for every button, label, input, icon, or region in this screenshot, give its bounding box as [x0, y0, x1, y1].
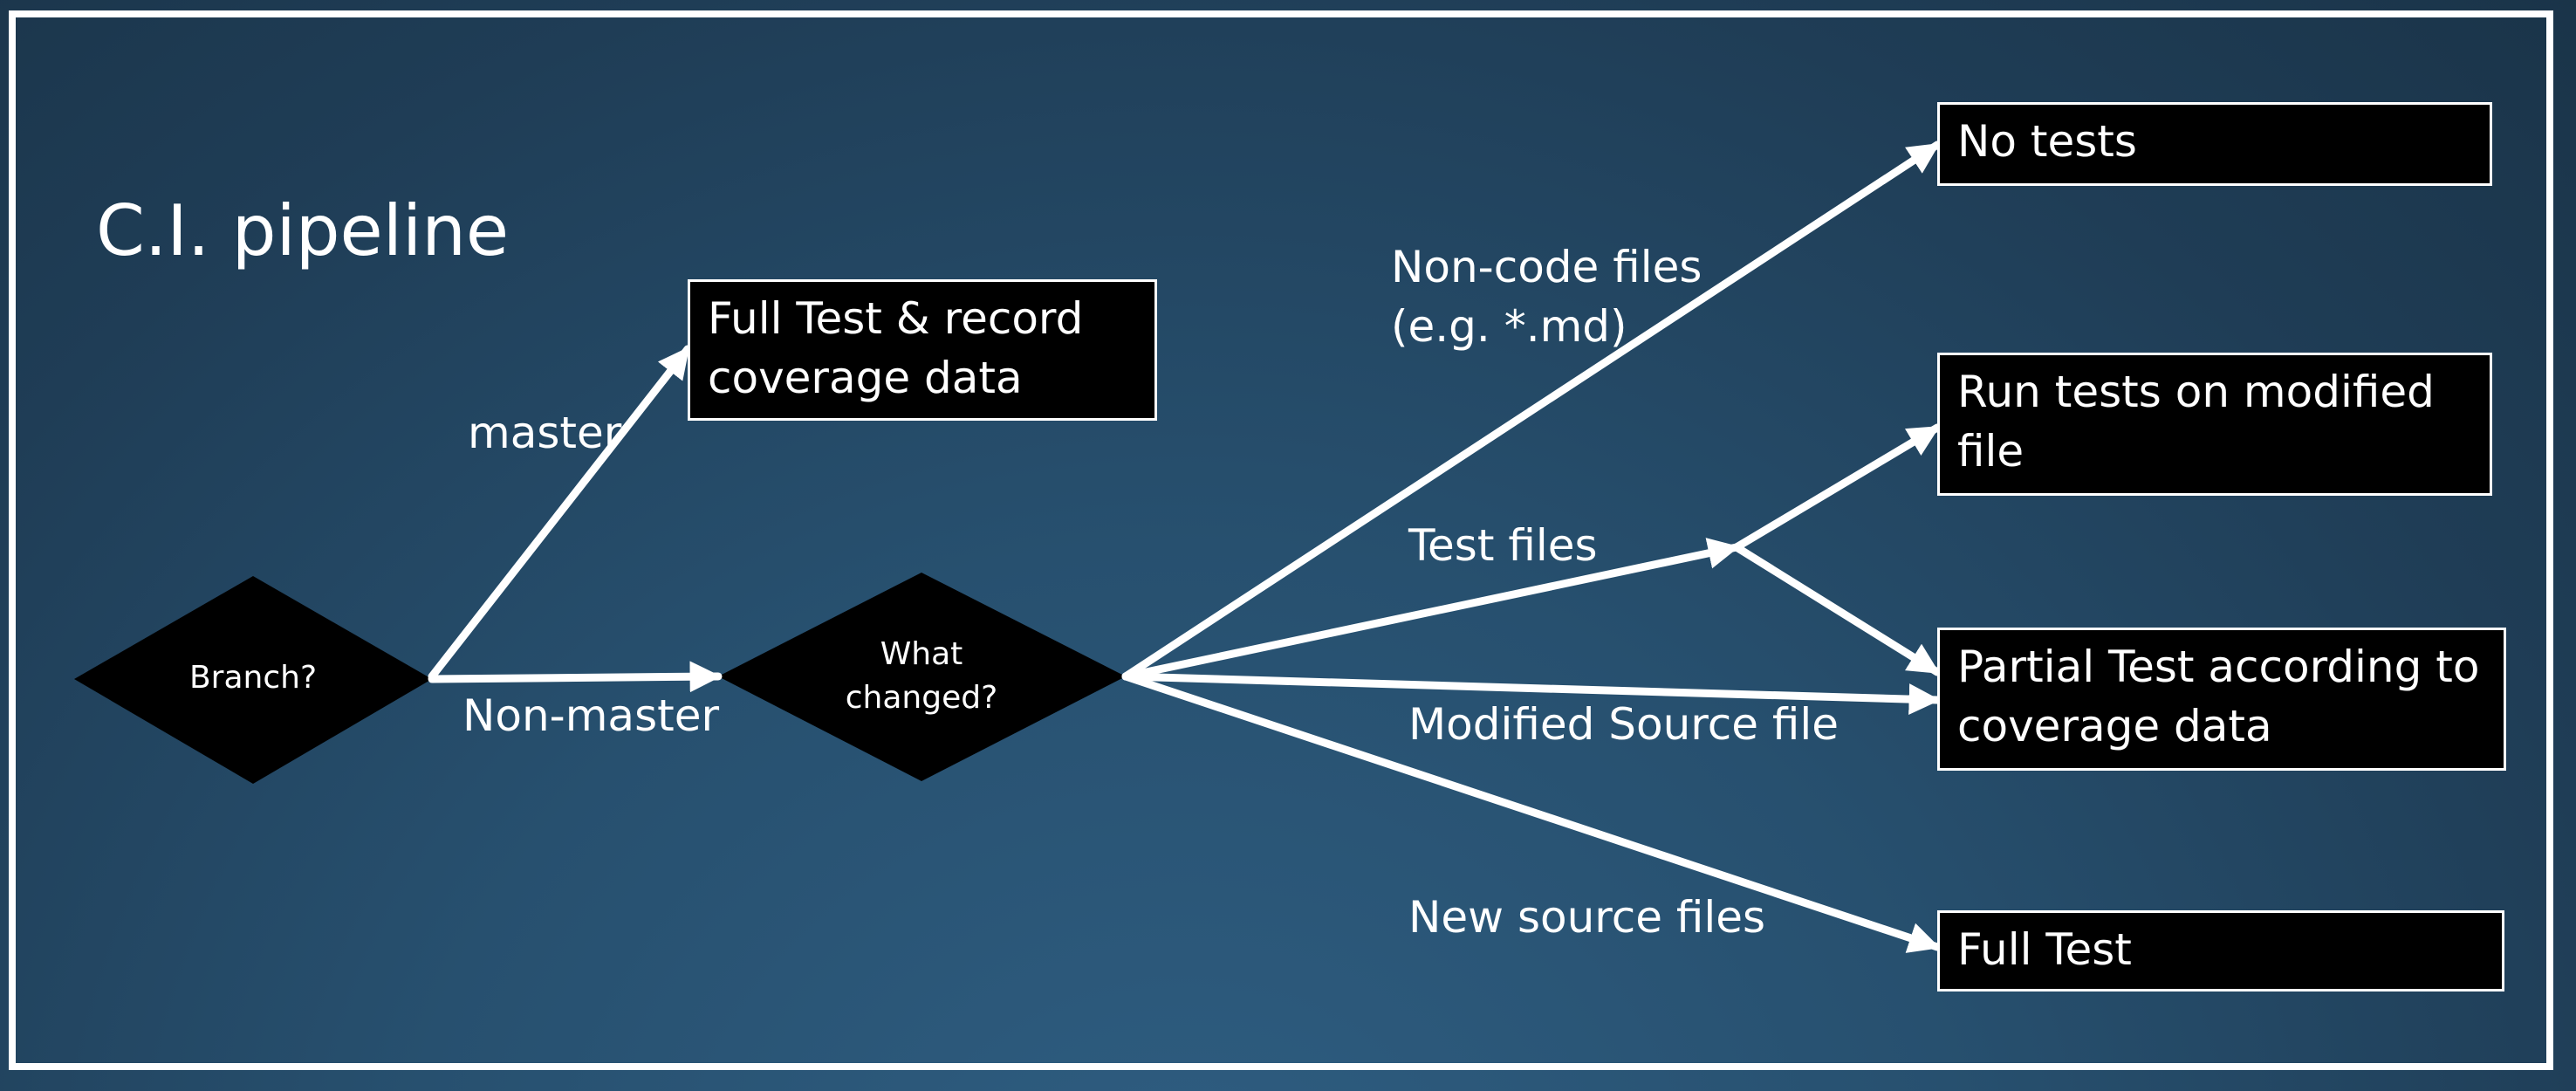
decision-what-changed-diamond — [718, 573, 1126, 781]
edge-label-modified-source: Modified Source file — [1408, 699, 1840, 750]
outcome-partial-test-coverage: Partial Test according to coverage data — [1937, 628, 2506, 771]
edge-label-non-code-files: Non-code files (e.g. *.md) — [1391, 242, 1702, 352]
edge-label-non-master: Non-master — [462, 690, 720, 741]
outcome-full-test: Full Test — [1937, 910, 2504, 992]
decision-branch-label: Branch? — [188, 660, 318, 696]
edge-label-master: master — [468, 408, 622, 458]
page-title: C.I. pipeline — [96, 190, 510, 271]
edge-test-files — [1121, 538, 1741, 681]
edge-test-to-run-tests — [1732, 423, 1942, 552]
edge-non-master — [428, 661, 723, 693]
edge-test-to-partial — [1732, 543, 1942, 676]
decision-branch-diamond — [74, 576, 432, 784]
edge-new-source-files — [1121, 672, 1942, 953]
edge-modified-source — [1121, 672, 1942, 716]
edge-non-code-files — [1121, 141, 1942, 681]
outcome-no-tests: No tests — [1937, 102, 2492, 186]
edge-master — [428, 345, 692, 681]
edge-label-new-source-files: New source files — [1408, 892, 1766, 943]
decision-what-changed-label: What changed? — [845, 636, 998, 716]
edge-label-test-files: Test files — [1408, 520, 1598, 571]
outcome-run-tests-on-modified-file: Run tests on modified file — [1937, 353, 2492, 496]
outcome-full-test-record-coverage: Full Test & record coverage data — [688, 279, 1157, 421]
